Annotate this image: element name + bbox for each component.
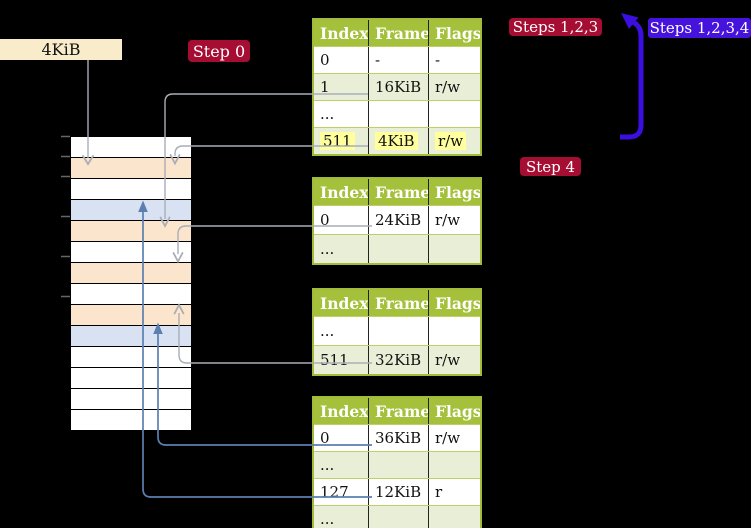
- table-header-row: Index Frame Flags: [314, 179, 480, 205]
- memory-row: [71, 326, 191, 347]
- table-cell: 0: [320, 211, 330, 229]
- table-cell: ...: [320, 456, 335, 474]
- page-size-label: 4KiB: [0, 39, 122, 60]
- table-cell: ...: [320, 240, 335, 258]
- table-cell: ...: [320, 322, 335, 340]
- memory-row: [71, 221, 191, 242]
- table-cell: [368, 101, 428, 127]
- table-cell: ...: [320, 510, 335, 528]
- table-cell: 16KiB: [368, 74, 428, 100]
- memory-row: [71, 410, 191, 430]
- table-row: 0 - -: [314, 46, 480, 73]
- table-cell: [428, 235, 480, 263]
- table-row: 0 24KiB r/w: [314, 205, 480, 234]
- table-cell: 511: [314, 128, 368, 154]
- table-row: ...: [314, 505, 480, 528]
- page-table-4: Index Frame Flags 0 36KiB r/w ... 127 12…: [312, 396, 482, 528]
- header-cell: Index: [320, 293, 368, 313]
- header-cell: Frame: [368, 290, 428, 316]
- steps-1234-badge: Steps 1,2,3,4: [648, 18, 751, 38]
- memory-row: [71, 263, 191, 284]
- table-cell: r/w: [428, 128, 480, 154]
- table-row: ...: [314, 316, 480, 345]
- header-cell: Flags: [428, 20, 480, 46]
- table-cell: [368, 506, 428, 528]
- table-cell: [368, 235, 428, 263]
- table-cell: 1: [320, 78, 330, 96]
- table-cell: 32KiB: [368, 346, 428, 374]
- table-cell: r/w: [428, 206, 480, 234]
- page-table-1: Index Frame Flags 0 - - 1 16KiB r/w ... …: [312, 18, 482, 156]
- memory-row: [71, 305, 191, 326]
- table-cell: [428, 506, 480, 528]
- memory-row: [71, 368, 191, 389]
- header-cell: Index: [320, 23, 368, 43]
- memory-tick-marks: [61, 135, 70, 298]
- table-cell: 4KiB: [368, 128, 428, 154]
- memory-row: [71, 137, 191, 158]
- table-row-highlighted: 511 4KiB r/w: [314, 127, 480, 154]
- table-row: 1 16KiB r/w: [314, 73, 480, 100]
- table-row: ...: [314, 100, 480, 127]
- table-row: 0 36KiB r/w: [314, 424, 480, 451]
- table-header-row: Index Frame Flags: [314, 20, 480, 46]
- physical-memory-column: [70, 136, 192, 431]
- page-table-2: Index Frame Flags 0 24KiB r/w ...: [312, 177, 482, 265]
- table-row: ...: [314, 451, 480, 478]
- memory-row: [71, 200, 191, 221]
- table-cell: -: [368, 47, 428, 73]
- table-cell: r/w: [428, 346, 480, 374]
- table-cell: -: [428, 47, 480, 73]
- memory-row: [71, 284, 191, 305]
- table-header-row: Index Frame Flags: [314, 290, 480, 316]
- table-cell: r: [428, 479, 480, 505]
- memory-row: [71, 389, 191, 410]
- memory-row: [71, 158, 191, 179]
- table-header-row: Index Frame Flags: [314, 398, 480, 424]
- header-cell: Frame: [368, 20, 428, 46]
- table-cell: [428, 452, 480, 478]
- header-cell: Flags: [428, 398, 480, 424]
- memory-row: [71, 347, 191, 368]
- table-cell: 12KiB: [368, 479, 428, 505]
- step-4-badge: Step 4: [520, 157, 581, 176]
- table-cell: ...: [320, 105, 335, 123]
- memory-row: [71, 242, 191, 263]
- header-cell: Frame: [368, 179, 428, 205]
- table-cell: [428, 101, 480, 127]
- table-cell: r/w: [428, 425, 480, 451]
- table-cell: [428, 317, 480, 345]
- loop-arrow-icon: [620, 13, 644, 140]
- table-cell: 127: [320, 483, 349, 501]
- page-table-3: Index Frame Flags ... 511 32KiB r/w: [312, 288, 482, 376]
- table-row: 127 12KiB r: [314, 478, 480, 505]
- table-cell: 0: [320, 429, 330, 447]
- header-cell: Flags: [428, 290, 480, 316]
- step-0-badge: Step 0: [188, 40, 250, 62]
- table-cell: [368, 452, 428, 478]
- table-row: ...: [314, 234, 480, 263]
- table-row: 511 32KiB r/w: [314, 345, 480, 374]
- table-cell: 511: [320, 351, 349, 369]
- header-cell: Frame: [368, 398, 428, 424]
- steps-123-badge: Steps 1,2,3: [509, 18, 602, 36]
- table-cell: r/w: [428, 74, 480, 100]
- table-cell: 24KiB: [368, 206, 428, 234]
- table-cell: 0: [320, 51, 330, 69]
- memory-row: [71, 179, 191, 200]
- table-cell: 36KiB: [368, 425, 428, 451]
- header-cell: Index: [320, 401, 368, 421]
- table-cell: [368, 317, 428, 345]
- header-cell: Index: [320, 182, 368, 202]
- header-cell: Flags: [428, 179, 480, 205]
